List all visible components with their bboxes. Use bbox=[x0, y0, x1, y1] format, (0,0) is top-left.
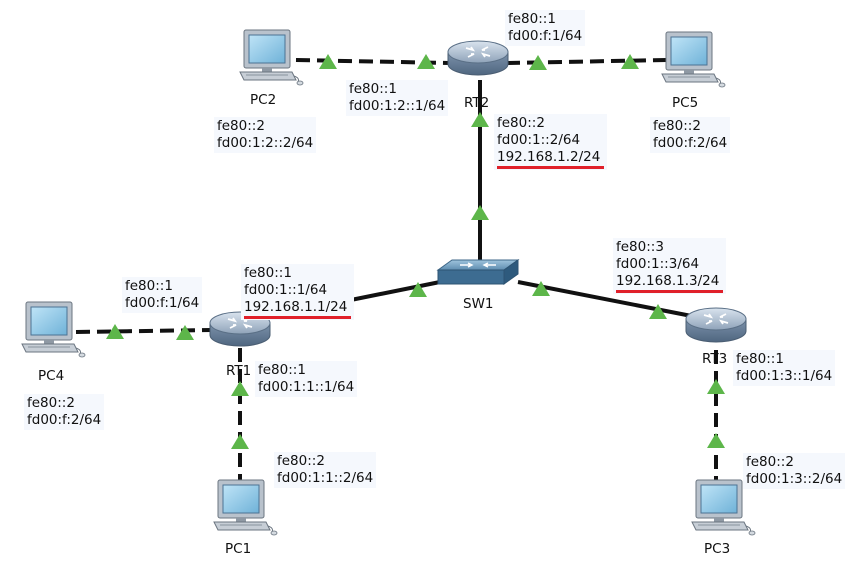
device-name-pc4: PC4 bbox=[38, 368, 65, 384]
link-status-icon bbox=[471, 112, 489, 127]
link-status-icon bbox=[707, 379, 725, 394]
link-status-icon bbox=[231, 434, 249, 449]
device-name-pc1: PC1 bbox=[225, 541, 252, 557]
sw1-switch-icon[interactable] bbox=[437, 259, 519, 285]
pc5-icon[interactable] bbox=[661, 31, 726, 88]
device-name-rt3: RT3 bbox=[702, 351, 728, 367]
link-rt2-pc5 bbox=[505, 58, 669, 65]
device-name-rt2: RT2 bbox=[464, 95, 490, 111]
device-name-pc2: PC2 bbox=[250, 92, 277, 108]
device-name-sw1: SW1 bbox=[463, 296, 494, 312]
pc1-icon[interactable] bbox=[213, 479, 278, 536]
pc2-icon[interactable] bbox=[239, 29, 304, 86]
link-status-icon bbox=[231, 381, 249, 396]
link-status-icon bbox=[471, 205, 489, 220]
rt2-router-icon[interactable] bbox=[447, 40, 509, 76]
link-status-icon bbox=[176, 325, 194, 340]
link-pc4-rt1 bbox=[75, 328, 213, 334]
pc4-icon[interactable] bbox=[21, 301, 86, 358]
device-name-rt1: RT1 bbox=[226, 363, 252, 379]
link-status-icon bbox=[707, 433, 725, 448]
rt3-router-icon[interactable] bbox=[685, 307, 747, 343]
device-name-pc3: PC3 bbox=[704, 541, 731, 557]
device-name-pc5: PC5 bbox=[672, 95, 699, 111]
link-sw1-rt3 bbox=[517, 280, 713, 322]
